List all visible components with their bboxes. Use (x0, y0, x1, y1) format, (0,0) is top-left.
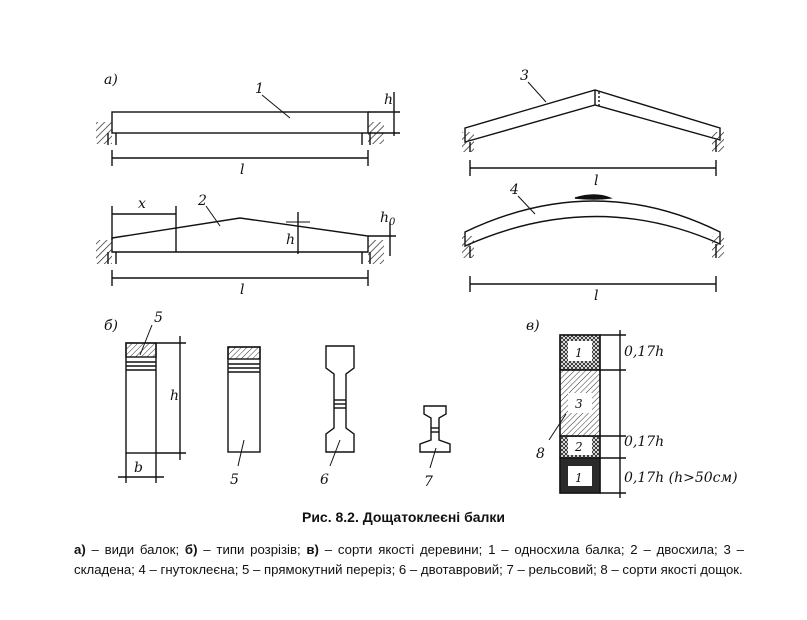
dim-017h-top: 0,17h (624, 344, 664, 360)
section-6-i-beam (325, 345, 355, 467)
height-label-1: h (384, 92, 393, 108)
section-8-number: 8 (536, 446, 545, 462)
section-5b-number: 5 (230, 472, 239, 488)
x-label: x (138, 196, 146, 212)
span-label-3: l (594, 173, 598, 189)
span-label-4: l (594, 288, 598, 304)
caption-key-c: в) (306, 542, 319, 557)
beam-2-number: 2 (197, 193, 207, 209)
grade-label-1-top: 1 (575, 346, 583, 360)
grade-label-3: 3 (575, 397, 583, 411)
beam-1-single-slope (96, 92, 400, 166)
caption-text-a: – види балок; (85, 542, 185, 557)
section-5-rectangular (227, 346, 261, 467)
panel-b-label: б) (104, 318, 118, 334)
beam-1-number: 1 (255, 81, 264, 97)
dim-017h-middle: 0,17h (624, 434, 664, 450)
section-height-label: h (170, 388, 179, 404)
beam-4-number: 4 (509, 182, 519, 198)
caption-key-a: а) (74, 542, 86, 557)
beam-3-composite (462, 81, 724, 176)
span-label-2: l (240, 282, 244, 298)
dim-017h-bottom: 0,17h (h>50см) (624, 470, 738, 486)
section-6-number: 6 (320, 472, 329, 488)
figure-title: Рис. 8.2. Дощатоклеєні балки (301, 509, 506, 525)
section-8-grade-boards (548, 330, 626, 498)
beam-4-bent-glued (462, 194, 724, 292)
height-label-2: h (286, 232, 295, 248)
grade-label-1-bottom: 1 (575, 471, 583, 485)
grade-label-2: 2 (574, 440, 583, 454)
diagram-labels: а) б) в) 1 3 2 4 h l l x h h0 l l 5 h b … (104, 68, 738, 490)
support-left-1 (96, 122, 112, 144)
caption-text-c: – сорти якості деревини; 1 – односхила б… (74, 542, 744, 577)
span-label-1: l (240, 162, 244, 178)
section-7-rail (419, 405, 451, 469)
section-5a-number: 5 (154, 310, 163, 326)
section-7-number: 7 (424, 474, 433, 490)
beam-3-number: 3 (520, 68, 529, 84)
beam-2-double-slope (96, 205, 396, 286)
caption-key-b: б) (184, 542, 198, 557)
height-label-h0: h0 (380, 210, 396, 228)
panel-a-label: а) (104, 72, 118, 88)
caption-text-b: – типи розрізів; (197, 542, 307, 557)
section-5-rectangular-dimensioned (118, 324, 186, 483)
section-width-label: b (134, 460, 143, 476)
panel-c-label: в) (526, 318, 540, 334)
figure-caption: а) – види балок; б) – типи розрізів; в) … (74, 540, 744, 580)
